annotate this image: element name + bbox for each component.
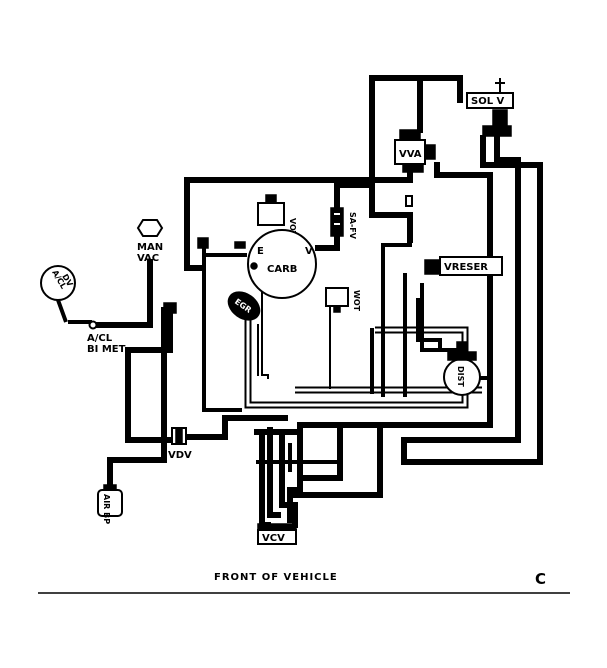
air-bp-valve: AIR BP: [97, 484, 123, 524]
vreser-reservoir: VRESER: [424, 256, 503, 276]
wot-valve: WOT: [325, 287, 361, 313]
vdv-valve: VDV: [168, 427, 192, 461]
distributor: DIST: [443, 341, 481, 396]
sol-v-solenoid: SOL V: [466, 78, 514, 137]
dist-label: DIST: [456, 366, 465, 387]
sa-fv-label: SA-FV: [348, 212, 357, 240]
acl-bi-met-label-line2: BI MET: [87, 344, 126, 355]
diagram-corner-letter: C: [535, 570, 546, 588]
sol-v-label: SOL V: [471, 96, 505, 107]
vreser-label: VRESER: [444, 262, 488, 273]
vva-label: VVA: [399, 149, 422, 160]
diagram-footer: FRONT OF VEHICLE C: [38, 570, 570, 594]
air-bp-label: AIR BP: [102, 494, 111, 524]
vdv-label: VDV: [168, 450, 192, 461]
acl-bi-met-label-line1: A/CL: [87, 333, 113, 344]
man-vac-label-line2: VAC: [137, 253, 159, 264]
man-vac-label-line1: MAN: [137, 242, 163, 253]
wot-label: WOT: [352, 290, 361, 312]
carb-label: CARB: [267, 264, 297, 275]
man-vac-fitting: MAN VAC: [136, 219, 164, 264]
vcv-valve: VCV: [257, 523, 297, 545]
vva-valve: VVA: [394, 129, 436, 207]
carburetor: CARB E V: [197, 229, 317, 299]
vcv-label: VCV: [262, 533, 285, 544]
vacuum-hoses: [68, 75, 543, 528]
egr-valve: EGR: [227, 291, 261, 321]
acl-bi-met-sensor: A/CL BI MET: [87, 302, 177, 355]
sa-fv-valve: SA-FV: [330, 207, 357, 240]
front-of-vehicle-caption: FRONT OF VEHICLE: [214, 572, 338, 583]
acl-dv-valve: A/CL DV: [40, 265, 76, 323]
carb-v-port-label: V: [305, 246, 313, 257]
carb-e-port-label: E: [257, 246, 264, 257]
